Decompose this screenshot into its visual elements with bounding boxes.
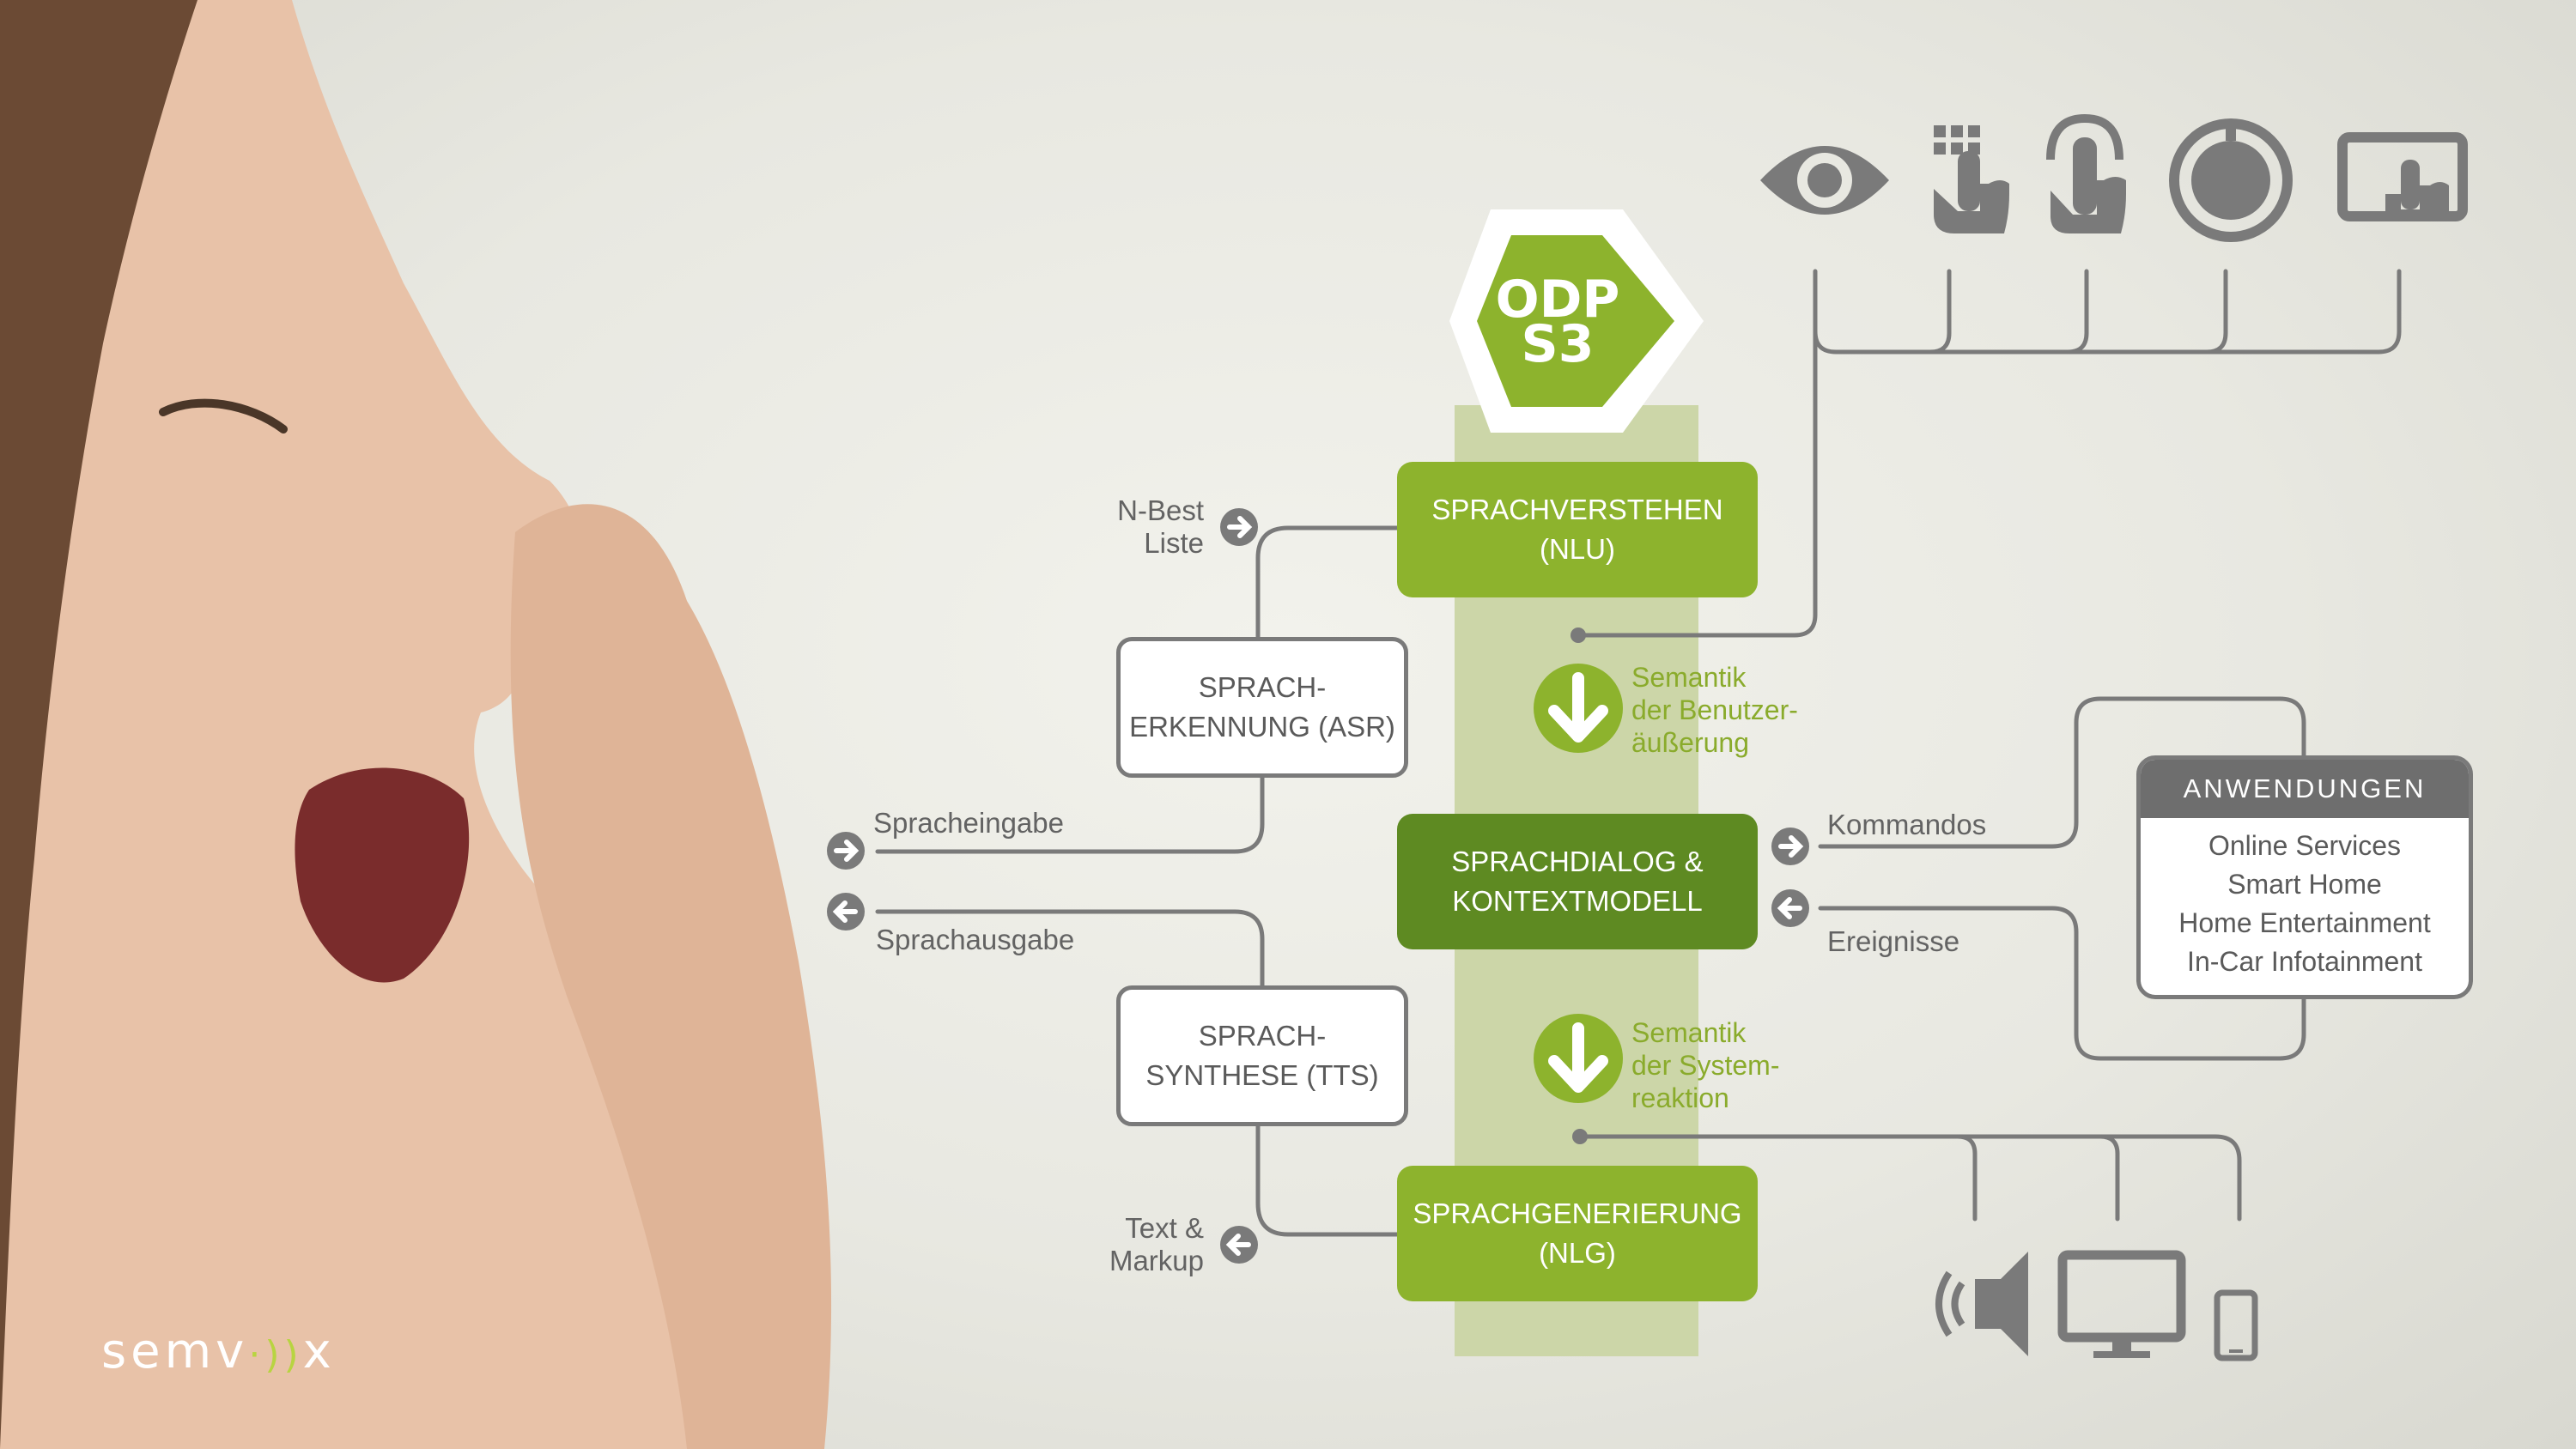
mouth-shape	[295, 767, 470, 983]
badge-hexagon	[1477, 235, 1674, 407]
label-textmarkup: Text & Markup	[1109, 1212, 1204, 1276]
arrow-right-icon-kommandos	[1771, 828, 1809, 865]
application-item: Smart Home	[2227, 869, 2382, 900]
line-output-bus	[1576, 1134, 2242, 1222]
keypad-touch-icon	[1934, 125, 2009, 233]
application-item: In-Car Infotainment	[2187, 946, 2422, 977]
line-kommandos	[1818, 696, 2306, 849]
semvox-logo: semv·))x	[101, 1324, 336, 1379]
arrow-left-icon-ereignisse	[1771, 889, 1809, 927]
arrow-left-icon-textmarkup	[1220, 1226, 1258, 1264]
knob-icon	[2169, 118, 2293, 242]
line-input-top	[1813, 269, 2402, 356]
applications-list: Online Services Smart Home Home Entertai…	[2141, 818, 2469, 981]
output-bus-dot	[1572, 1129, 1588, 1144]
line-input-3	[2065, 269, 2089, 355]
arrow-right-icon-spracheingabe	[827, 832, 865, 870]
label-semantik-system: Semantik der System- reaktion	[1631, 1017, 1780, 1113]
eye-shape	[159, 398, 288, 433]
line-input-2	[1928, 269, 1952, 355]
badge-line-2: S3	[1521, 314, 1595, 374]
label-nbest: N-Best Liste	[1117, 494, 1204, 559]
finger-tap-icon	[2046, 113, 2126, 233]
logo-text-end: x	[302, 1324, 336, 1379]
badge-line-1: ODP	[1495, 270, 1620, 330]
label-kommandos: Kommandos	[1827, 809, 1987, 840]
line-input-bus	[1576, 269, 1818, 638]
arrow-down-icon-1	[1534, 664, 1623, 753]
line-ereignisse	[1818, 906, 2306, 1061]
applications-panel: ANWENDUNGEN Online Services Smart Home H…	[2136, 755, 2473, 999]
line-textmarkup	[1255, 1124, 1400, 1237]
label-sprachausgabe: Sprachausgabe	[876, 924, 1075, 955]
label-ereignisse: Ereignisse	[1827, 925, 1960, 957]
face-shape	[0, 0, 769, 1449]
box-nlu: SPRACHVERSTEHEN (NLU)	[1397, 462, 1758, 597]
box-dialog: SPRACHDIALOG & KONTEXTMODELL	[1397, 814, 1758, 949]
touchscreen-icon	[2337, 132, 2468, 221]
hand-shape	[510, 504, 832, 1449]
line-nbest	[1255, 525, 1400, 640]
speaker-icon	[1935, 1252, 2028, 1356]
box-tts: SPRACH- SYNTHESE (TTS)	[1116, 985, 1408, 1126]
arrow-down-icon-2	[1534, 1014, 1623, 1103]
logo-wave: ·))	[248, 1333, 303, 1377]
hair-shape	[0, 0, 197, 1449]
line-spracheingabe	[875, 775, 1265, 854]
input-bus-dot	[1571, 627, 1586, 643]
monitor-icon	[2057, 1250, 2186, 1358]
application-item: Home Entertainment	[2178, 907, 2431, 938]
logo-text-start: semv	[101, 1324, 249, 1379]
line-input-4	[2204, 269, 2228, 355]
line-sprachausgabe	[875, 909, 1265, 988]
label-spracheingabe: Spracheingabe	[873, 807, 1065, 839]
arrow-right-icon-nbest	[1220, 508, 1258, 546]
applications-title: ANWENDUNGEN	[2141, 760, 2469, 818]
arrow-left-icon-sprachausgabe	[827, 893, 865, 931]
odp-badge: ODP S3	[1494, 266, 1621, 378]
box-asr: SPRACH- ERKENNUNG (ASR)	[1116, 637, 1408, 778]
line-output-speaker	[1955, 1134, 1978, 1222]
box-nlg: SPRACHGENERIERUNG (NLG)	[1397, 1166, 1758, 1301]
line-output-monitor	[2098, 1134, 2120, 1222]
label-semantik-benutzer: Semantik der Benutzer- äußerung	[1631, 662, 1798, 758]
eye-icon	[1760, 146, 1889, 215]
smartphone-icon	[2214, 1289, 2258, 1361]
application-item: Online Services	[2208, 830, 2402, 861]
